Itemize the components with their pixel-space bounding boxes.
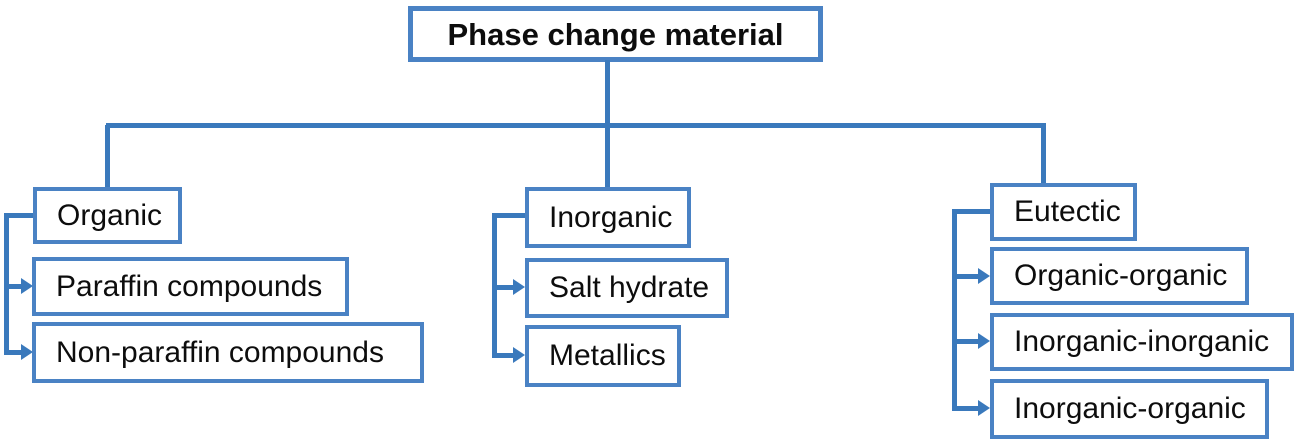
connector-rail-inorganic bbox=[492, 213, 497, 358]
connector-arrowline-organic-organic bbox=[956, 274, 979, 279]
connector-stub-eutectic bbox=[952, 209, 990, 214]
node-inorganic-inorganic: Inorganic-inorganic bbox=[990, 313, 1294, 371]
connector-arrowline-non-paraffin bbox=[8, 350, 22, 355]
node-organic-organic: Organic-organic bbox=[990, 247, 1249, 305]
connector-stub-inorganic bbox=[492, 213, 525, 218]
connector-arrowline-inorganic-inorganic bbox=[956, 339, 979, 344]
node-metallics-label: Metallics bbox=[549, 339, 666, 372]
node-organic-organic-label: Organic-organic bbox=[1014, 259, 1228, 292]
arrowhead-non-paraffin-icon bbox=[21, 344, 33, 360]
arrowhead-paraffin-icon bbox=[21, 278, 33, 294]
node-phase-change-material: Phase change material bbox=[408, 6, 823, 62]
connector-arrowline-paraffin bbox=[8, 284, 22, 289]
node-inorganic-organic: Inorganic-organic bbox=[990, 379, 1269, 439]
arrowhead-metallics-icon bbox=[513, 347, 525, 363]
node-organic-label: Organic bbox=[57, 198, 163, 232]
arrowhead-salt-hydrate-icon bbox=[513, 279, 525, 295]
connector-arrowline-salt-hydrate bbox=[496, 285, 514, 290]
connector-drop-organic bbox=[105, 125, 110, 188]
connector-rail-eutectic bbox=[952, 209, 957, 411]
arrowhead-inorganic-inorganic-icon bbox=[978, 333, 990, 349]
node-paraffin-compounds: Paraffin compounds bbox=[32, 257, 349, 316]
connector-rail-organic bbox=[4, 213, 9, 355]
connector-distributor bbox=[106, 123, 1046, 128]
node-inorganic-inorganic-label: Inorganic-inorganic bbox=[1014, 325, 1270, 358]
node-paraffin-compounds-label: Paraffin compounds bbox=[56, 269, 323, 303]
connector-stub-organic bbox=[4, 213, 33, 218]
node-phase-change-material-label: Phase change material bbox=[447, 16, 784, 52]
node-non-paraffin-compounds: Non-paraffin compounds bbox=[32, 322, 424, 383]
node-salt-hydrate: Salt hydrate bbox=[525, 258, 729, 318]
arrowhead-organic-organic-icon bbox=[978, 268, 990, 284]
arrowhead-inorganic-organic-icon bbox=[978, 400, 990, 416]
node-eutectic: Eutectic bbox=[990, 183, 1137, 241]
node-organic: Organic bbox=[33, 187, 182, 244]
connector-arrowline-inorganic-organic bbox=[956, 406, 979, 411]
node-inorganic-organic-label: Inorganic-organic bbox=[1014, 392, 1246, 425]
node-non-paraffin-compounds-label: Non-paraffin compounds bbox=[56, 335, 384, 369]
node-metallics: Metallics bbox=[525, 325, 681, 387]
connector-arrowline-metallics bbox=[496, 353, 514, 358]
node-salt-hydrate-label: Salt hydrate bbox=[549, 271, 710, 304]
node-eutectic-label: Eutectic bbox=[1014, 195, 1121, 228]
node-inorganic-label: Inorganic bbox=[549, 200, 673, 234]
connector-drop-eutectic bbox=[1041, 125, 1046, 184]
node-inorganic: Inorganic bbox=[525, 187, 691, 248]
